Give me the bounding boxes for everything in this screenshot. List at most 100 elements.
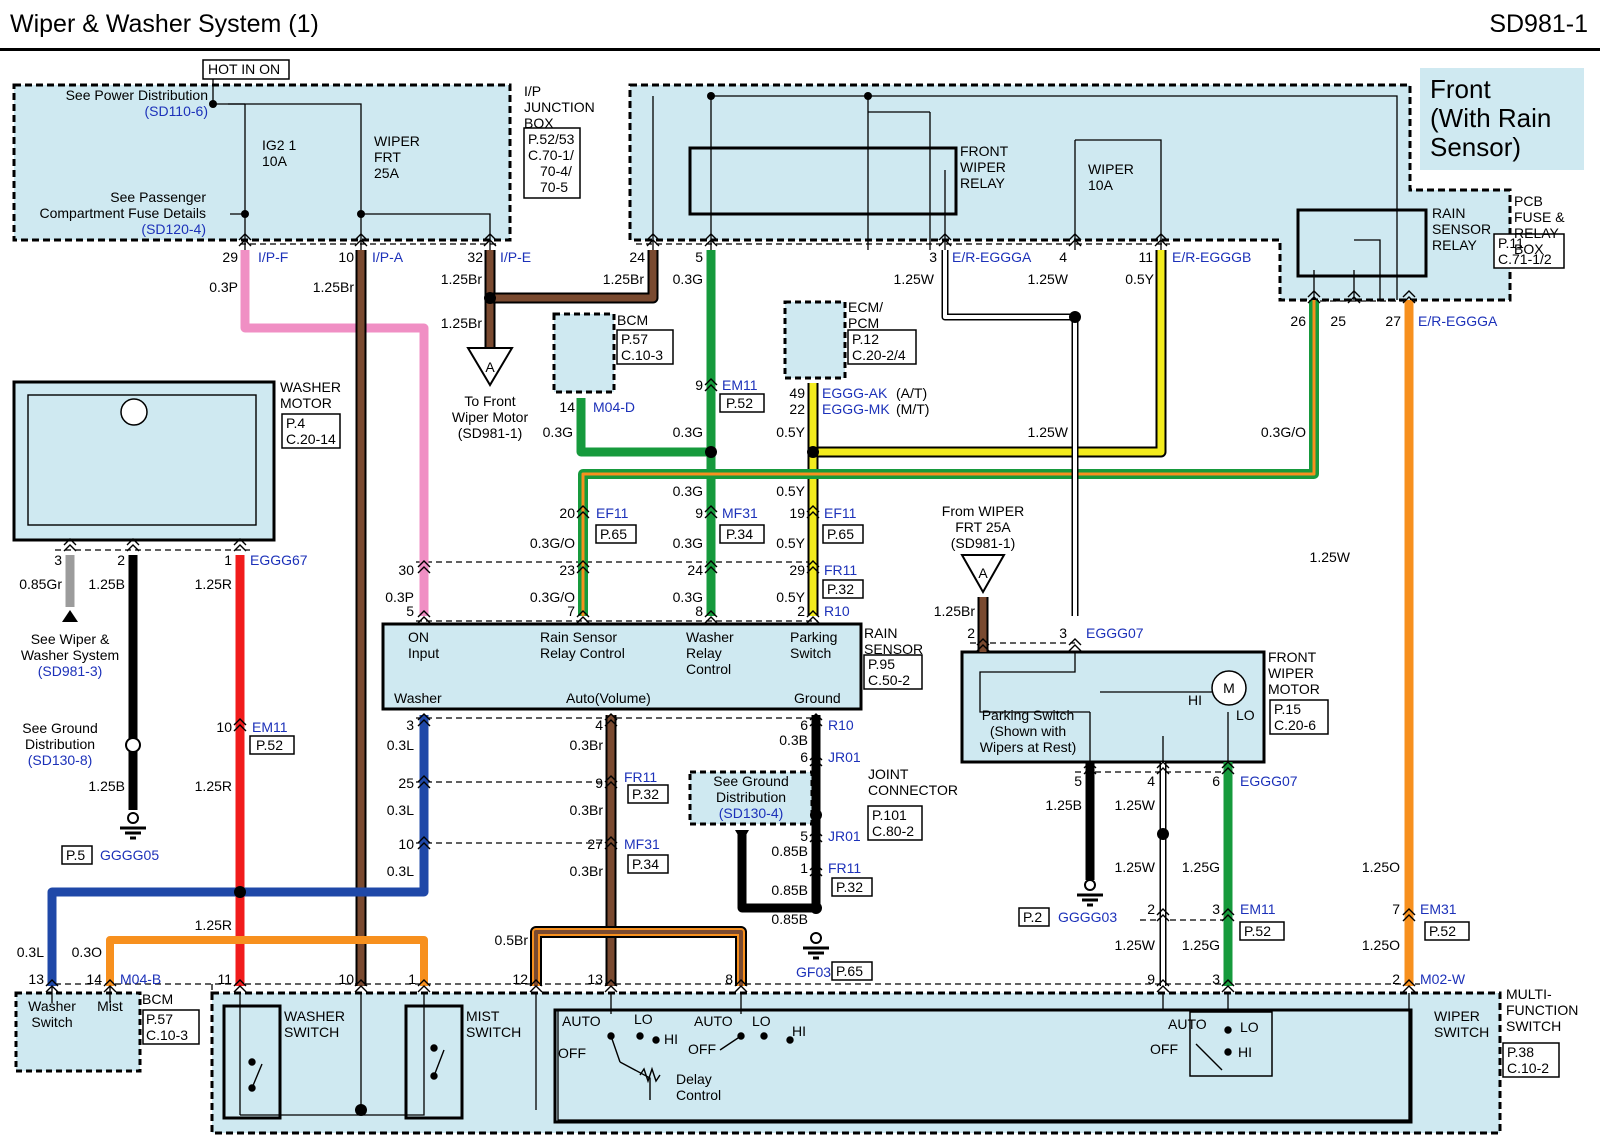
diagram-label: RELAY bbox=[1432, 237, 1478, 253]
diagram-label: 1.25Br bbox=[441, 315, 483, 331]
diagram-label: MOTOR bbox=[280, 395, 332, 411]
diagram-label: 1 bbox=[408, 971, 416, 987]
diagram-label: FRT 25A bbox=[955, 519, 1011, 535]
diagram-label: R10 bbox=[828, 717, 854, 733]
diagram-label: 6 bbox=[800, 717, 808, 733]
diagram-label: 1.25R bbox=[195, 576, 232, 592]
diagram-label: HI bbox=[792, 1023, 806, 1039]
diagram-label: To Front bbox=[464, 393, 515, 409]
mist-switch-inner bbox=[404, 1004, 464, 1120]
wire-brown-mfs bbox=[534, 930, 743, 986]
wiper-sub-switch bbox=[1189, 1011, 1273, 1077]
diagram-label: RELAY bbox=[1514, 225, 1560, 241]
diagram-label: 0.5Y bbox=[1125, 271, 1154, 287]
wire-white-main bbox=[943, 250, 1077, 616]
wire-brown-mfs bbox=[530, 926, 747, 986]
diagram-label: JOINT bbox=[868, 766, 909, 782]
diagram-label: MOTOR bbox=[1268, 681, 1320, 697]
diagram-label: C.10-3 bbox=[146, 1027, 188, 1043]
diagram-label: PCB bbox=[1514, 193, 1543, 209]
diagram-label: EF11 bbox=[824, 505, 857, 521]
joint-ground-box bbox=[688, 770, 814, 826]
engine-room-relay-box bbox=[628, 83, 1512, 302]
ground-a-labels: A To Front Wiper Motor (SD981-1) bbox=[452, 359, 529, 441]
diagram-label: 0.3L bbox=[387, 737, 414, 753]
diagram-label: P.34 bbox=[632, 856, 659, 872]
diagram-label: 0.85Gr bbox=[19, 576, 62, 592]
diagram-label: 30 bbox=[398, 562, 414, 578]
diagram-label: SENSOR bbox=[1432, 221, 1491, 237]
diagram-label: 1.25W bbox=[1115, 859, 1156, 875]
rain-sensor-relay bbox=[1296, 208, 1428, 278]
diagram-label: FR11 bbox=[824, 562, 857, 578]
diagram-label: 0.3G bbox=[673, 589, 703, 605]
internal-wiring bbox=[51, 72, 1410, 1121]
diagram-label: 0.3G/O bbox=[530, 535, 575, 551]
diagram-label: 10 bbox=[216, 719, 232, 735]
diagram-label: Mist bbox=[97, 998, 123, 1014]
diagram-label: P.2 bbox=[1023, 909, 1042, 925]
diagram-label: P.65 bbox=[600, 526, 627, 542]
conn-ip-f: I/P-F bbox=[258, 249, 288, 265]
diagram-label: FUNCTION bbox=[1506, 1002, 1578, 1018]
diagram-label: RAIN bbox=[864, 625, 897, 641]
reference-triangles bbox=[62, 347, 1006, 842]
diagram-label: 1.25B bbox=[88, 576, 125, 592]
diagram-label: ECM/ bbox=[848, 299, 883, 315]
diagram-label: C.20-6 bbox=[1274, 717, 1316, 733]
diagram-label: 0.3L bbox=[387, 802, 414, 818]
diagram-label: 14 bbox=[559, 399, 575, 415]
diagram-label: M04-D bbox=[593, 399, 635, 415]
left-ref-labels: See Wiper & Washer System (SD981-3) See … bbox=[21, 631, 288, 863]
diagram-label: Parking Switch bbox=[982, 707, 1075, 723]
splice-dots bbox=[125, 92, 1169, 1116]
diagram-label: 1.25B bbox=[88, 778, 125, 794]
wiper-fuse-name: WIPER bbox=[374, 133, 420, 149]
diagram-label: P.52 bbox=[1244, 923, 1271, 939]
diagram-label: SWITCH bbox=[466, 1024, 521, 1040]
diagram-label: 0.3G bbox=[673, 535, 703, 551]
diagram-label: GGGG05 bbox=[100, 847, 159, 863]
diagram-label: Wiper Motor bbox=[452, 409, 529, 425]
diagram-label: RAIN bbox=[1432, 205, 1465, 221]
diagram-label: 3 bbox=[1059, 625, 1067, 641]
diagram-label: WIPER bbox=[1434, 1008, 1480, 1024]
diagram-label: Rain Sensor bbox=[540, 629, 617, 645]
power-dist-label: See Power Distribution bbox=[66, 87, 208, 103]
diagram-label: P.38 bbox=[1507, 1044, 1534, 1060]
diagram-label: A bbox=[978, 565, 988, 581]
diagram-label: EGGG-AK bbox=[822, 385, 888, 401]
diagram-label: 0.3G/O bbox=[530, 589, 575, 605]
conn-ip-a: I/P-A bbox=[372, 249, 404, 265]
diagram-label: P.52 bbox=[726, 395, 753, 411]
diagram-label: FR11 bbox=[828, 860, 861, 876]
diagram-label: 29 bbox=[789, 562, 805, 578]
hot-in-on: HOT IN ON bbox=[208, 61, 280, 77]
diagram-label: 3 bbox=[54, 552, 62, 568]
diagram-label: See Wiper & bbox=[31, 631, 110, 647]
front-wiper-motor-box bbox=[960, 650, 1266, 764]
diagram-label: Control bbox=[676, 1087, 721, 1103]
wiper-fuse-name2: FRT bbox=[374, 149, 401, 165]
diagram-label: C.10-3 bbox=[621, 347, 663, 363]
diagram-label: 27 bbox=[587, 836, 603, 852]
diagram-label: LO bbox=[1240, 1019, 1259, 1035]
diagram-label: 5 bbox=[406, 603, 414, 619]
diagram-label: 1.25Br bbox=[441, 271, 483, 287]
diagram-label: MULTI- bbox=[1506, 986, 1552, 1002]
conn-ip-e: I/P-E bbox=[500, 249, 531, 265]
diagram-label: 0.5Y bbox=[776, 483, 805, 499]
diagram-label: 5 bbox=[800, 828, 808, 844]
diagram-label: P.57 bbox=[621, 331, 648, 347]
diagram-label: 9 bbox=[695, 505, 703, 521]
diagram-label: 1.25R bbox=[195, 917, 232, 933]
diagram-label: 2 bbox=[1392, 971, 1400, 987]
diagram-label: JR01 bbox=[828, 828, 861, 844]
diagram-label: 2 bbox=[967, 625, 975, 641]
diagram-label: 1.25Br bbox=[934, 603, 976, 619]
diagram-label: 19 bbox=[789, 505, 805, 521]
diagram-label: 25 bbox=[1330, 313, 1346, 329]
diagram-label: Washer bbox=[28, 998, 76, 1014]
diagram-label: LO bbox=[752, 1013, 771, 1029]
diagram-label: 0.3L bbox=[17, 944, 44, 960]
